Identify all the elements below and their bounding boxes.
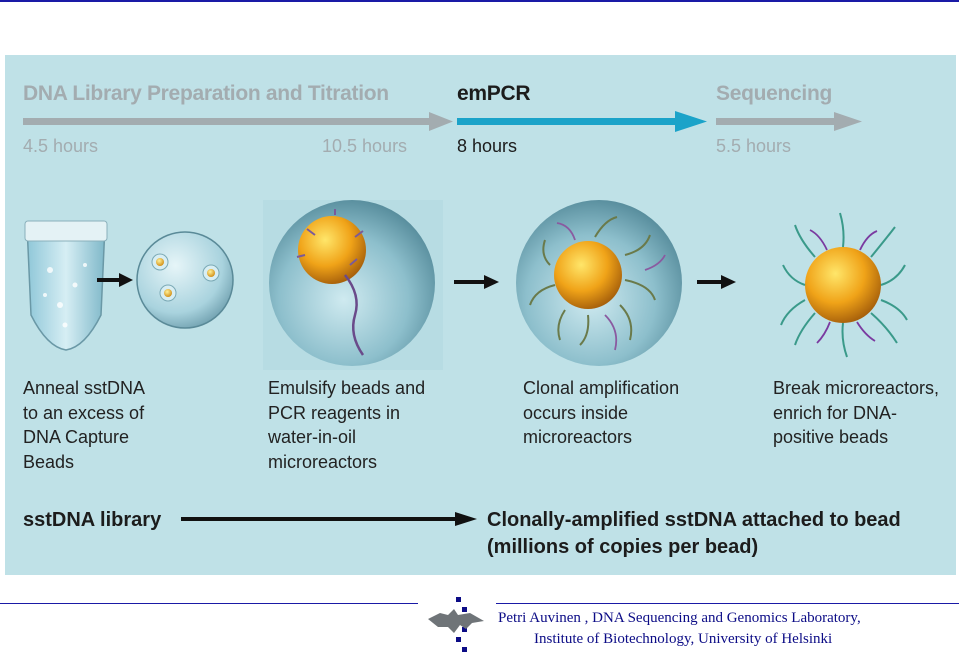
sstdna-library-label: sstDNA library [23,509,162,531]
university-logo-icon [428,597,484,652]
microreactor-sphere-icon [263,200,443,370]
phase-arrow-sequencing [716,112,862,131]
amplified-sphere-icon [516,200,682,366]
top-rule [0,0,959,2]
phase-title-empcr: emPCR [457,82,531,105]
step-enrich-text: Break microreactors, enrich for DNA- pos… [773,378,940,447]
footer-institute-line: Institute of Biotechnology, University o… [534,631,833,647]
footer-rule-left [0,603,418,604]
diagram-panel: DNA Library Preparation and Titration em… [5,55,956,575]
phase-arrow-library-prep [23,112,453,131]
library-to-bead-arrow [181,512,477,526]
arrow-icon [697,275,736,289]
tube-icon [24,220,108,351]
enriched-bead-icon [780,212,908,358]
arrow-icon [454,275,499,289]
footer-rule-right [496,603,959,604]
step-amplification-text: Clonal amplification occurs inside micro… [523,378,680,447]
step-emulsify-text: Emulsify beads and PCR reagents in water… [268,378,426,472]
step-anneal-text: Anneal sstDNA to an excess of DNA Captur… [23,378,146,472]
time-start-library-prep: 4.5 hours [23,136,99,156]
capture-beads-sphere-icon [136,231,234,329]
process-illustration [24,200,908,370]
phase-arrow-empcr [457,111,707,132]
phase-title-library-prep: DNA Library Preparation and Titration [23,82,389,105]
arrow-icon [97,273,133,287]
copies-per-bead-label: (millions of copies per bead) [487,536,759,558]
clonal-bead-label: Clonally-amplified sstDNA attached to be… [487,509,901,531]
footer-author-line: Petri Auvinen , DNA Sequencing and Genom… [498,610,861,626]
phase-title-sequencing: Sequencing [716,82,833,105]
time-end-library-prep: 10.5 hours [322,136,408,156]
time-empcr: 8 hours [457,136,518,156]
time-sequencing: 5.5 hours [716,136,792,156]
